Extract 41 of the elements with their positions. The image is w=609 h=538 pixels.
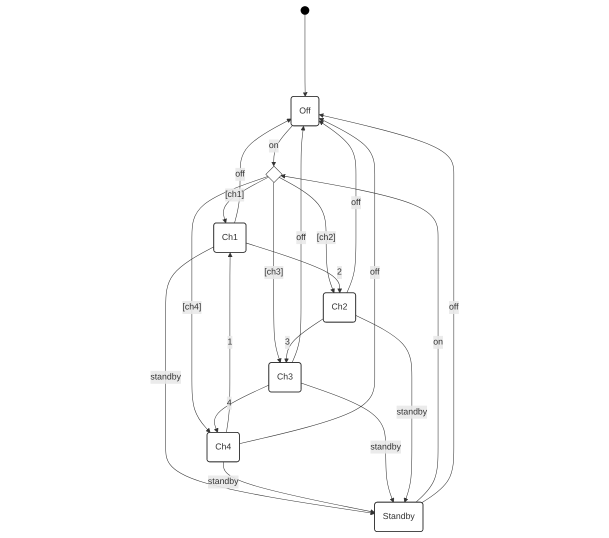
edge-label: [ch1] [225, 190, 244, 200]
edge-label: off [449, 302, 459, 312]
arrow [284, 318, 324, 364]
edge-label: off [370, 268, 380, 277]
arrow [292, 126, 306, 364]
arrow [192, 176, 268, 433]
arrow [318, 120, 356, 294]
edge-label: standby [370, 442, 401, 452]
arrow [223, 462, 376, 514]
arrow [214, 384, 270, 433]
arrow [246, 242, 342, 294]
edge-label: [ch4] [182, 302, 202, 312]
edge-label: [ch2] [316, 232, 336, 242]
edge-label: 3 [284, 337, 290, 347]
arrow [165, 246, 376, 516]
arrow [301, 382, 394, 503]
edge-label: standby [150, 372, 181, 382]
edge-label: off [351, 198, 361, 208]
edge-label: standby [396, 407, 428, 417]
arrow [271, 125, 293, 166]
arrow [222, 176, 269, 224]
edge-label: off [296, 232, 306, 242]
edge-label: on [433, 337, 443, 347]
edge-label: on [268, 141, 279, 150]
node-circle [300, 6, 310, 15]
edge-label: standby [208, 477, 239, 486]
arrow [278, 176, 335, 294]
edge-label: off [235, 169, 245, 179]
node-diamond [265, 166, 283, 183]
arrow [302, 14, 308, 97]
edge-label: [ch3] [264, 268, 284, 277]
arrow [273, 182, 282, 364]
arrow [239, 118, 376, 444]
arrow [226, 252, 232, 433]
arrow [234, 118, 292, 224]
edge-label: 1 [227, 337, 232, 347]
arrow [318, 113, 454, 504]
edge-label: 4 [226, 398, 232, 408]
edge-label: 2 [337, 268, 342, 277]
arrow [356, 315, 412, 503]
arrow [280, 174, 438, 503]
